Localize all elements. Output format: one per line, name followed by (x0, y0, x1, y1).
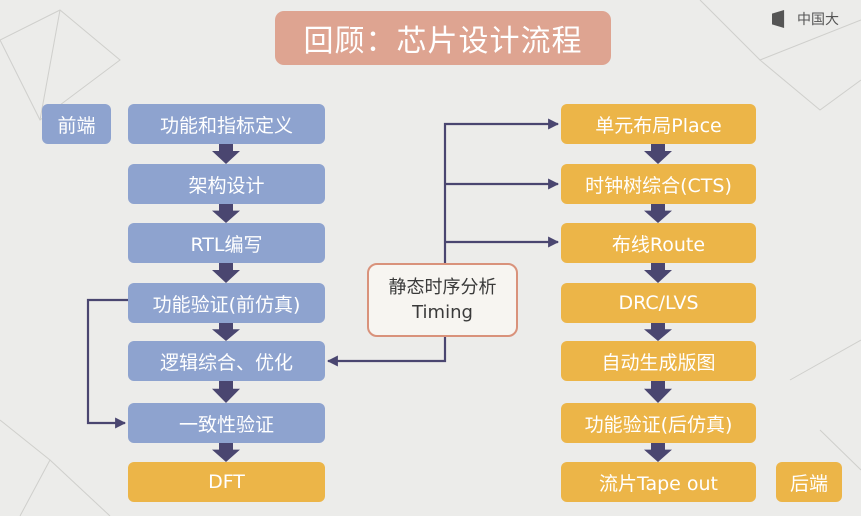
backend-step-layout: 自动生成版图 (561, 341, 756, 381)
backend-down-arrow (644, 323, 672, 341)
frontend-down-arrow (212, 204, 240, 223)
logo-text: 中国大 (797, 12, 839, 28)
backend-step-postsim: 功能验证(后仿真) (561, 403, 756, 443)
frontend-down-arrow (212, 443, 240, 462)
step-arrows (212, 144, 672, 462)
sta-title: 静态时序分析 (388, 277, 497, 298)
frontend-down-arrow (212, 263, 240, 283)
frontend-down-arrow (212, 144, 240, 164)
backend-down-arrow (644, 381, 672, 403)
backend-down-arrow (644, 204, 672, 223)
backend-down-arrow (644, 263, 672, 283)
sta-box: 静态时序分析 Timing (367, 263, 518, 337)
sta-to-synthesis-arrow (326, 337, 447, 367)
backend-step-cts: 时钟树综合(CTS) (561, 164, 756, 204)
page-title: 回顾：芯片设计流程 (275, 11, 611, 65)
frontend-step-dft: DFT (128, 462, 325, 502)
backend-step-route: 布线Route (561, 223, 756, 263)
frontend-step-architecture: 架构设计 (128, 164, 325, 204)
sta-to-place-arrow (443, 118, 560, 263)
backend-step-place: 单元布局Place (561, 104, 756, 144)
frontend-label: 前端 (42, 104, 111, 144)
frontend-step-rtl: RTL编写 (128, 223, 325, 263)
frontend-down-arrow (212, 381, 240, 403)
backend-step-drc-lvs: DRC/LVS (561, 283, 756, 323)
frontend-step-spec: 功能和指标定义 (128, 104, 325, 144)
backend-down-arrow (644, 443, 672, 462)
verification-loop-arrow (86, 298, 128, 429)
backend-label: 后端 (776, 462, 842, 502)
logo-icon (772, 10, 785, 28)
backend-down-arrow (644, 144, 672, 164)
frontend-step-presim: 功能验证(前仿真) (128, 283, 325, 323)
frontend-step-equivalence: 一致性验证 (128, 403, 325, 443)
frontend-step-synthesis: 逻辑综合、优化 (128, 341, 325, 381)
backend-step-tapeout: 流片Tape out (561, 462, 756, 502)
sta-subtitle: Timing (412, 302, 473, 323)
frontend-down-arrow (212, 323, 240, 341)
logo: 中国大 (772, 8, 839, 30)
